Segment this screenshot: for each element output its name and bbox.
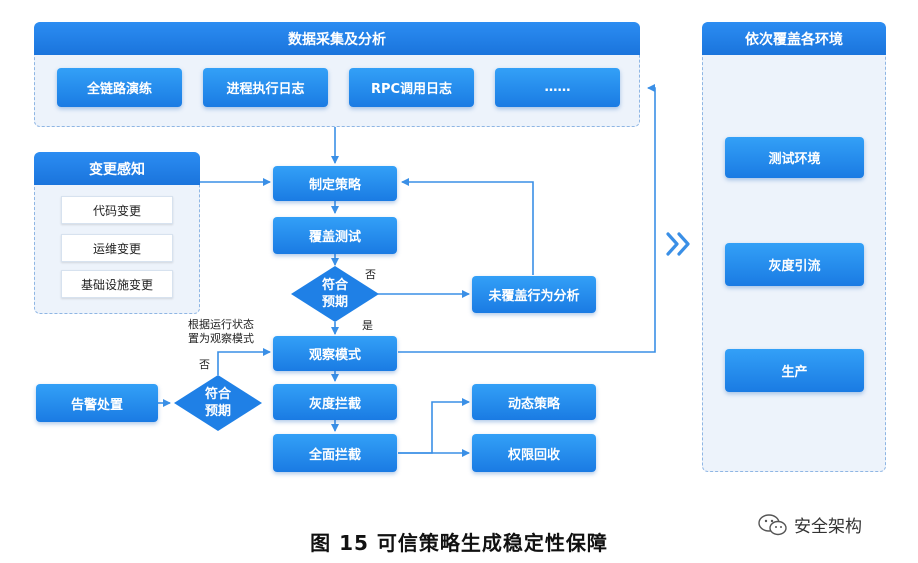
decision-1-label: 符合 预期 [295,276,375,312]
arrow-observe-to-collect [398,84,656,353]
collect-item-full-link-drill[interactable]: 全链路演练 [57,68,182,107]
permission-reclaim-node[interactable]: 权限回收 [472,434,596,472]
watermark: 安全架构 [758,512,862,537]
figure-caption: 图 15 可信策略生成稳定性保障 [310,531,608,555]
change-item-code[interactable]: 代码变更 [61,196,173,224]
alert-handling-node[interactable]: 告警处置 [36,384,158,422]
dynamic-strategy-node[interactable]: 动态策略 [472,384,596,420]
env-prod-node[interactable]: 生产 [725,349,864,392]
env-gray-node[interactable]: 灰度引流 [725,243,864,286]
coverage-test-node[interactable]: 覆盖测试 [273,217,397,254]
decision-1-line1: 符合 [321,278,348,293]
observe-note-line2: 置为观察模式 [188,332,254,345]
decision-1-line2: 预期 [321,295,348,310]
decision-diamond-2 [174,375,262,431]
decision-2-no-label: 否 [199,358,210,371]
env-test-node[interactable]: 测试环境 [725,137,864,178]
arrow-decision2-to-observe [217,348,271,375]
double-chevron-icon [666,232,690,256]
decision-diamond-1 [291,266,379,322]
observe-note-line1: 根据运行状态 [188,318,254,331]
arrow-full-to-dynamic [398,398,470,454]
observe-mode-node[interactable]: 观察模式 [273,336,397,371]
uncovered-analysis-node[interactable]: 未覆盖行为分析 [472,276,596,313]
collect-item-more[interactable]: …… [495,68,620,107]
environment-header: 依次覆盖各环境 [702,22,886,55]
gray-block-node[interactable]: 灰度拦截 [273,384,397,420]
decision-2-line1: 符合 [204,387,231,402]
wechat-icon [758,513,787,535]
change-item-ops[interactable]: 运维变更 [61,234,173,262]
full-block-node[interactable]: 全面拦截 [273,434,397,472]
watermark-text: 安全架构 [794,517,862,537]
data-collection-header: 数据采集及分析 [34,22,640,55]
collect-item-process-log[interactable]: 进程执行日志 [203,68,328,107]
decision-2-label: 符合 预期 [178,385,258,421]
observe-note: 根据运行状态 置为观察模式 [188,318,254,346]
decision-1-no-label: 否 [365,268,376,281]
decision-2-line2: 预期 [204,404,231,419]
change-perception-header: 变更感知 [34,152,200,185]
decision-1-yes-label: 是 [362,319,373,332]
arrow-uncovered-to-strategy [401,178,534,275]
change-item-infra[interactable]: 基础设施变更 [61,270,173,298]
make-strategy-node[interactable]: 制定策略 [273,166,397,201]
collect-item-rpc-log[interactable]: RPC调用日志 [349,68,474,107]
